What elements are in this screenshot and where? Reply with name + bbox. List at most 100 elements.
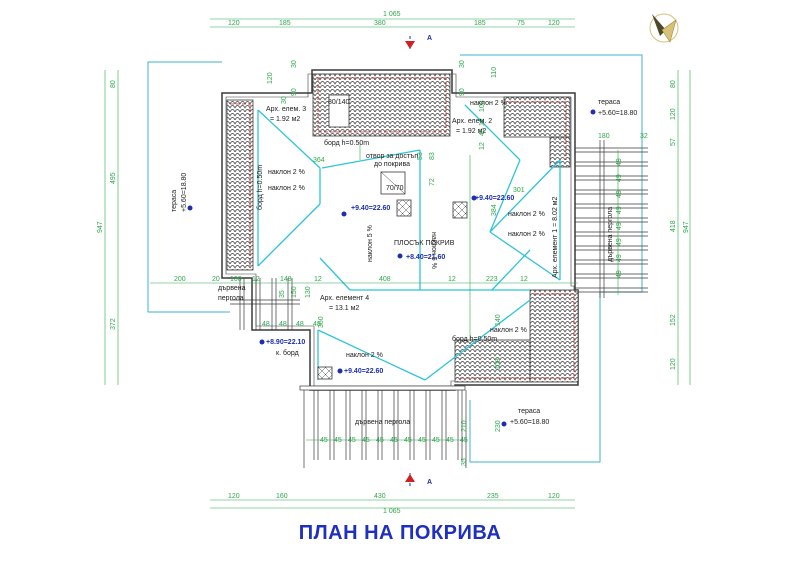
dim-inner-384: 384	[491, 204, 498, 216]
dim-topin-1: 30	[291, 60, 298, 68]
dim-bottom-1: 120	[228, 493, 240, 500]
dim-pr-8: 49	[616, 270, 623, 278]
roof-drain-icons	[317, 199, 468, 380]
dim-under-1: 48	[262, 321, 270, 328]
dim-inner-360: 360	[318, 316, 325, 328]
dim-mid-10: 12	[520, 276, 528, 283]
dim-inner-301: 301	[513, 187, 525, 194]
dim-topin-2: 90	[291, 88, 298, 96]
dim-mid-1: 200	[174, 276, 186, 283]
terrace-outline	[147, 54, 643, 463]
border-note-bottom: борд h=0.50m	[452, 335, 497, 343]
dim-under-2: 48	[279, 321, 287, 328]
title-wrapper: ПЛАН НА ПОКРИВА	[0, 522, 800, 545]
dim-topin-7: 110	[491, 67, 498, 78]
dim-topin-6: 90	[459, 88, 466, 96]
dim-inner-108a: 108	[479, 100, 486, 112]
dim-pb-6: 45	[390, 437, 398, 444]
slope-label-7: наклон 2 %	[346, 352, 383, 359]
dim-inner-210: 210	[461, 420, 468, 432]
dim-pb-11: 45	[460, 437, 468, 444]
arch4-area: = 13.1 м2	[329, 305, 359, 312]
dim-top-4: 185	[474, 20, 486, 27]
dim-left-2: 495	[110, 172, 117, 184]
dim-pb-10: 45	[446, 437, 454, 444]
dim-pb-9: 45	[432, 437, 440, 444]
dim-left-1: 80	[110, 80, 117, 88]
slope-label-6: наклон 2 %	[490, 327, 527, 334]
pergola-left	[230, 278, 300, 330]
dim-pb-4: 45	[362, 437, 370, 444]
dim-pb-7: 45	[404, 437, 412, 444]
section-label-bottom: A	[427, 479, 432, 486]
dim-inner-35b: 35	[461, 458, 468, 466]
skylight-80-140	[328, 94, 350, 128]
dim-pr-7: 49	[616, 254, 623, 262]
dim-left-total: 947	[97, 221, 104, 233]
dim-bottom-2: 160	[276, 493, 288, 500]
skylight-label: 80/140	[328, 99, 350, 106]
section-marker-bottom	[405, 473, 415, 486]
hip-lines	[257, 104, 561, 381]
page-title: ПЛАН НА ПОКРИВА	[298, 522, 502, 544]
dim-pb-5: 45	[376, 437, 384, 444]
dim-left-3: 372	[110, 318, 117, 330]
dim-pr-2: 49	[616, 174, 623, 182]
dim-pb-3: 45	[348, 437, 356, 444]
dim-inner-35a: 35	[279, 290, 286, 298]
dim-pb-1: 45	[320, 437, 328, 444]
dim-inner-53: 53	[417, 152, 424, 160]
dim-pb-2: 45	[334, 437, 342, 444]
dim-mid-3: 100	[230, 276, 242, 283]
dim-right-6: 120	[670, 358, 677, 370]
pergola-right-label: дървена пергола	[607, 207, 614, 262]
dim-ri-32: 32	[640, 133, 648, 140]
dim-mid-6: 12	[314, 276, 322, 283]
dim-inner-83: 83	[429, 152, 436, 160]
dim-topin-4: 120	[267, 72, 274, 84]
slope-label-3: наклон 2 %	[470, 100, 507, 107]
dim-right-2: 120	[670, 108, 677, 120]
elev-border: +8.90=22.10	[266, 339, 305, 346]
elev-mid-right: +9.40=22.60	[475, 195, 514, 202]
section-marker-top	[405, 36, 415, 50]
dim-right-3: 57	[670, 138, 677, 146]
north-arrow-compass-icon	[649, 13, 679, 43]
hatch-size: 70/70	[386, 185, 404, 192]
dim-topin-3: 30	[281, 96, 288, 104]
dim-top-3: 380	[374, 20, 386, 27]
dim-inner-12b: 12	[479, 118, 486, 126]
dim-top-total: 1 065	[383, 11, 401, 18]
gutter-lines	[230, 77, 575, 379]
dim-inner-150: 150	[291, 286, 298, 298]
elev-bottom: +9.40=22.60	[344, 368, 383, 375]
dim-topin-5: 30	[459, 60, 466, 68]
dim-right-5: 152	[670, 314, 677, 326]
dim-under-3: 48	[296, 321, 304, 328]
dim-right-4: 418	[670, 220, 677, 232]
section-label-top: A	[427, 35, 432, 42]
arch3-label: Арх. елем. 3	[266, 106, 306, 113]
slope-label-v1: наклон 5 %	[367, 225, 374, 262]
dim-ri-180: 180	[598, 133, 610, 140]
dim-pr-5: 49	[616, 222, 623, 230]
dim-top-2: 185	[279, 20, 291, 27]
dim-bottom-4: 235	[487, 493, 499, 500]
dim-inner-130: 130	[305, 286, 312, 298]
terrace-left-label: тераса	[171, 190, 178, 212]
terrace-right-label: тераса	[598, 99, 620, 106]
pergola-bottom-label: дървена пергола	[355, 419, 410, 426]
dim-mid-9: 223	[486, 276, 498, 283]
slope-label-4: наклон 2 %	[508, 211, 545, 218]
arch1-label: Арх. елемент 1 = 8.02 м2	[552, 197, 559, 278]
dim-under-4: 48	[313, 321, 321, 328]
terrace-right-elev: +5.60=18.80	[598, 110, 637, 117]
dim-top-1: 120	[228, 20, 240, 27]
hatch-note-2: до покрива	[374, 161, 410, 168]
pergola-bottom	[299, 385, 467, 468]
dim-pr-4: 49	[616, 206, 623, 214]
dim-right-total: 947	[683, 221, 690, 233]
dim-inner-12a: 12	[479, 142, 486, 150]
elev-mid-left: +9.40=22.60	[351, 205, 390, 212]
